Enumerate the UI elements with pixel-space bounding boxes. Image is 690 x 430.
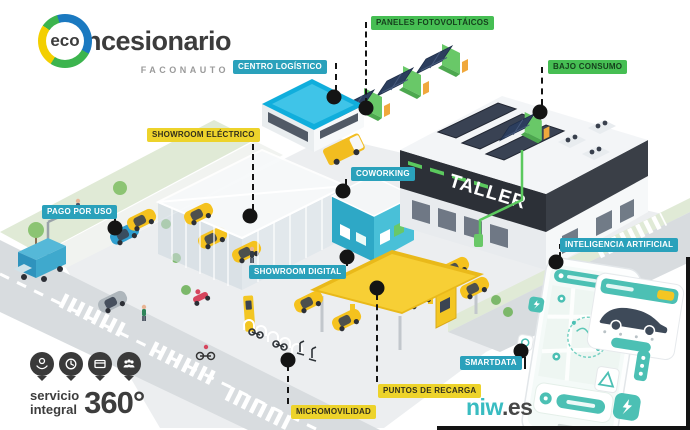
vehicle-card xyxy=(586,272,685,361)
street-traffic xyxy=(14,198,216,361)
garbage-truck xyxy=(14,238,66,282)
connector-smartdata-line xyxy=(524,357,526,369)
logo-subbrand: FACONAUTO xyxy=(140,65,230,75)
eco-hand-icon xyxy=(30,352,54,376)
connector-bajo-consumo-dot xyxy=(532,104,548,120)
bottom-edge-bar xyxy=(437,426,690,430)
callout-showroom-digital: SHOWROOM DIGITAL xyxy=(249,265,347,279)
bike-racks xyxy=(243,295,317,362)
callout-centro-logistico: CENTRO LOGÍSTICO xyxy=(233,60,327,74)
connector-paneles-dot xyxy=(358,100,374,116)
connector-bajo-consumo-line xyxy=(541,67,543,105)
connector-coworking-dot xyxy=(335,183,351,199)
niw-tld: .es xyxy=(501,394,533,420)
logo-ring-icon: eco xyxy=(38,14,92,68)
connector-showroom-digital-dot xyxy=(339,249,355,265)
motorcyclist xyxy=(193,289,211,306)
connector-puntos-recarga-line xyxy=(376,294,378,382)
logistics-center xyxy=(262,79,364,152)
connector-showroom-electrico-line xyxy=(252,134,254,210)
callout-puntos-de-recarga: PUNTOS DE RECARGA xyxy=(378,384,482,398)
callout-coworking: COWORKING xyxy=(351,167,415,181)
service-360-value: 360° xyxy=(84,385,145,420)
connector-coworking-line xyxy=(345,179,347,187)
connector-centro-logistico-dot xyxy=(326,89,342,105)
delivery-truck xyxy=(323,133,365,166)
callout-inteligencia-artificial: INTELIGENCIA ARTIFICIAL xyxy=(560,238,679,252)
connector-micromovilidad-dot xyxy=(280,352,296,368)
people-icon xyxy=(117,352,141,376)
card-action-button xyxy=(611,337,651,353)
ac-units xyxy=(558,120,616,160)
logo-prefix: eco xyxy=(50,31,80,50)
clock-icon xyxy=(59,352,83,376)
price-badge xyxy=(657,290,675,301)
smartphone-mockup xyxy=(516,257,685,430)
callout-pago-por-uso: PAGO POR USO xyxy=(42,205,118,219)
connector-showroom-electrico-dot xyxy=(242,208,258,224)
callout-paneles-fotovoltaicos: PANELES FOTOVOLTÁICOS xyxy=(371,16,494,30)
niw-es-link[interactable]: niw.es xyxy=(466,394,533,421)
connector-pago-por-uso-dot xyxy=(107,220,123,236)
brand-logo: eco ncesionario FACONAUTO xyxy=(38,14,232,75)
callout-micromovilidad: MICROMOVILIDAD xyxy=(291,405,377,419)
right-edge-bar xyxy=(686,257,690,430)
callout-bajo-consumo: BAJO CONSUMO xyxy=(548,60,628,74)
service-360-badge: servicio integral 360° xyxy=(30,352,190,421)
connector-paneles-line xyxy=(365,22,367,104)
charging-canopy xyxy=(292,250,492,350)
niw-name: niw xyxy=(466,394,502,420)
connector-centro-logistico-line xyxy=(335,63,337,91)
logo-wordmark: ncesionario xyxy=(85,25,232,56)
charge-totem xyxy=(243,295,256,332)
callout-showroom-electrico: SHOWROOM ELÉCTRICO xyxy=(147,128,260,142)
connector-smartdata-dot xyxy=(513,343,529,359)
payment-card-icon xyxy=(88,352,112,376)
cyclist xyxy=(195,344,216,361)
service-word-1: servicio xyxy=(30,388,80,404)
connector-puntos-recarga-dot xyxy=(369,280,385,296)
service-word-2: integral xyxy=(30,402,77,417)
connector-inteligencia-artificial-dot xyxy=(548,254,564,270)
connector-micromovilidad-line xyxy=(287,365,289,404)
callout-smartdata: SMARTDATA xyxy=(460,356,522,370)
